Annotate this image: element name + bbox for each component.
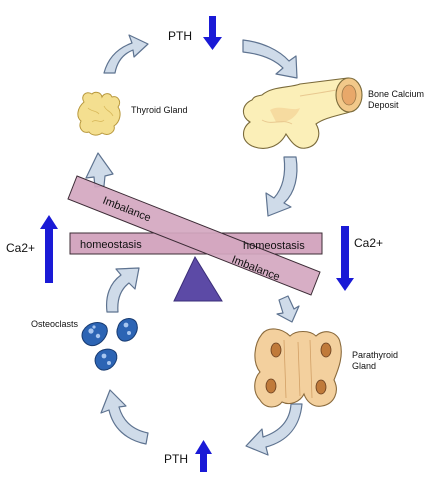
thyroid-gland: Thyroid Gland (77, 91, 188, 136)
calcium-down-arrow (336, 226, 354, 291)
parathyroid-nodule (315, 379, 327, 395)
osteoclast-cell (116, 318, 138, 342)
bone-label-line1: Bone Calcium (368, 89, 424, 99)
parathyroid-gland-shape (254, 328, 342, 408)
osteoclast-cell (81, 322, 108, 347)
pth-top-label: PTH (168, 29, 192, 43)
cycle-arrow-top-left (103, 34, 149, 74)
parathyroid-nodule (265, 378, 277, 394)
calcium-left-label: Ca2+ (6, 241, 35, 255)
parathyroid-nodule (270, 342, 282, 358)
osteoclasts: Osteoclasts (31, 318, 138, 371)
osteoclast-cell (94, 348, 118, 371)
calcium-up-arrow (40, 215, 58, 283)
pth-bottom-group: PTH (164, 440, 212, 472)
homeostasis-right-label: homeostasis (243, 240, 305, 252)
pth-top-group: PTH (168, 16, 222, 50)
calcium-right-group: Ca2+ (336, 226, 383, 291)
cycle-arrow-left-mid (105, 267, 140, 313)
calcium-right-label: Ca2+ (354, 236, 383, 250)
osteoclasts-label: Osteoclasts (31, 319, 79, 329)
calcium-left-group: Ca2+ (6, 215, 58, 283)
seesaw: homeostasis homeostasis Imbalance Imbala… (67, 175, 323, 302)
pth-bottom-label: PTH (164, 452, 188, 466)
pth-down-arrow (203, 16, 222, 50)
thyroid-label: Thyroid Gland (131, 105, 188, 115)
pth-up-arrow (195, 440, 212, 472)
fulcrum-triangle (173, 255, 223, 302)
cycle-arrow-top-right (242, 39, 298, 79)
parathyroid-label-line2: Gland (352, 361, 376, 371)
homeostasis-left-label: homeostasis (80, 239, 142, 251)
cycle-arrow-beam-right (276, 295, 300, 323)
bone-calcium-deposit: Bone Calcium Deposit (242, 77, 424, 149)
cycle-arrow-right-upper (265, 156, 298, 217)
parathyroid-gland: Parathyroid Gland (254, 328, 398, 408)
parathyroid-label-line1: Parathyroid (352, 350, 398, 360)
cycle-arrow-bottom-right (245, 403, 303, 456)
parathyroid-nodule (320, 342, 332, 358)
bone-label-line2: Deposit (368, 100, 399, 110)
imbalance-beam (67, 175, 321, 296)
cycle-arrow-bottom-left (100, 389, 149, 445)
